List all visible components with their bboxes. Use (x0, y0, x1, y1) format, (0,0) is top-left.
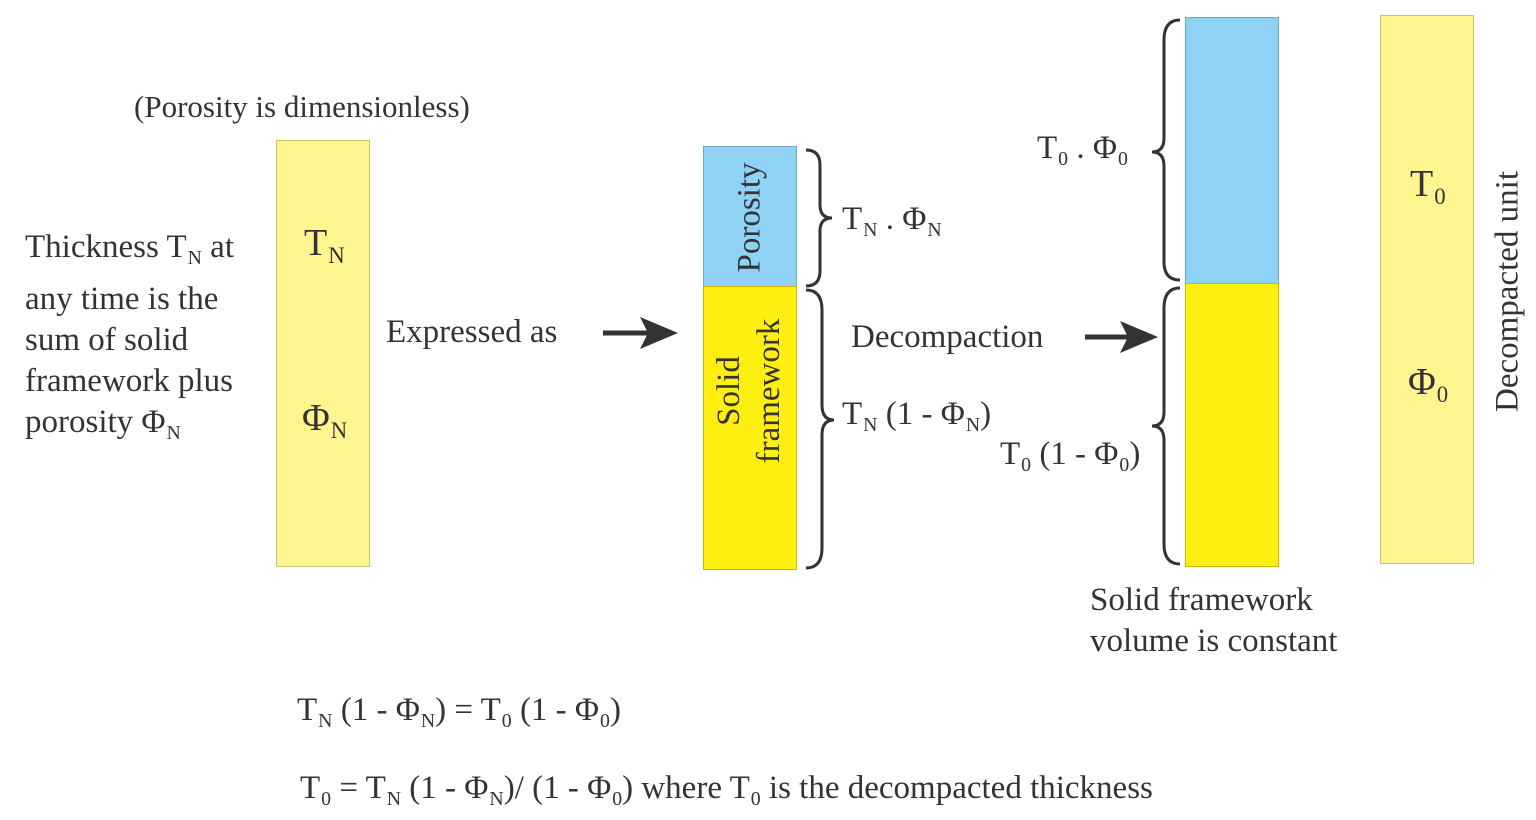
left-description: Thickness TN at any time is the sum of s… (25, 227, 234, 454)
decompacted-porosity-block (1185, 17, 1279, 285)
col1-porosity-label: ΦN (302, 397, 348, 443)
solid-constant-line-1: Solid framework (1090, 582, 1313, 618)
t0-solid-label: T0 (1 - Φ0) (1000, 436, 1141, 476)
brace-porosity (805, 148, 833, 288)
decompaction-label: Decompaction (851, 319, 1044, 355)
arrow-expressed (603, 317, 678, 349)
left-line-1: Thickness TN at (25, 229, 234, 269)
col4-porosity-label: Φ0 (1408, 361, 1449, 407)
col4-thickness-label: T0 (1410, 163, 1446, 209)
expressed-as-label: Expressed as (386, 314, 558, 350)
solid-constant-line-2: volume is constant (1090, 623, 1338, 659)
arrow-decompaction (1085, 321, 1158, 353)
initial-unit-column (276, 140, 370, 567)
left-line-5: porosity ΦN (25, 403, 181, 444)
equation-2: T0 = TN (1 - ΦN)/ (1 - Φ0) where T0 is t… (300, 770, 1153, 810)
col1-thickness-label: TN (304, 222, 345, 268)
t0-phi0-label: T0 . Φ0 (1037, 130, 1128, 170)
equation-1: TN (1 - ΦN) = T0 (1 - Φ0) (297, 692, 621, 732)
left-line-4: framework plus (25, 362, 234, 399)
brace-solid (805, 288, 835, 570)
brace-decompacted-porosity (1151, 18, 1181, 282)
left-line-3: sum of solid (25, 321, 189, 358)
decompacted-unit-column (1380, 15, 1474, 564)
porosity-block (703, 146, 797, 288)
porosity-note: (Porosity is dimensionless) (134, 89, 470, 124)
brace-decompacted-solid (1151, 286, 1181, 566)
left-line-2: any time is the (25, 280, 219, 317)
solid-constant-note: Solid framework volume is constant (1090, 580, 1337, 662)
solid-framework-block (703, 286, 797, 570)
tn-solid-label: TN (1 - ΦN) (842, 396, 992, 436)
tn-phin-label: TN . ΦN (842, 201, 942, 241)
decompacted-solid-block (1185, 283, 1279, 567)
